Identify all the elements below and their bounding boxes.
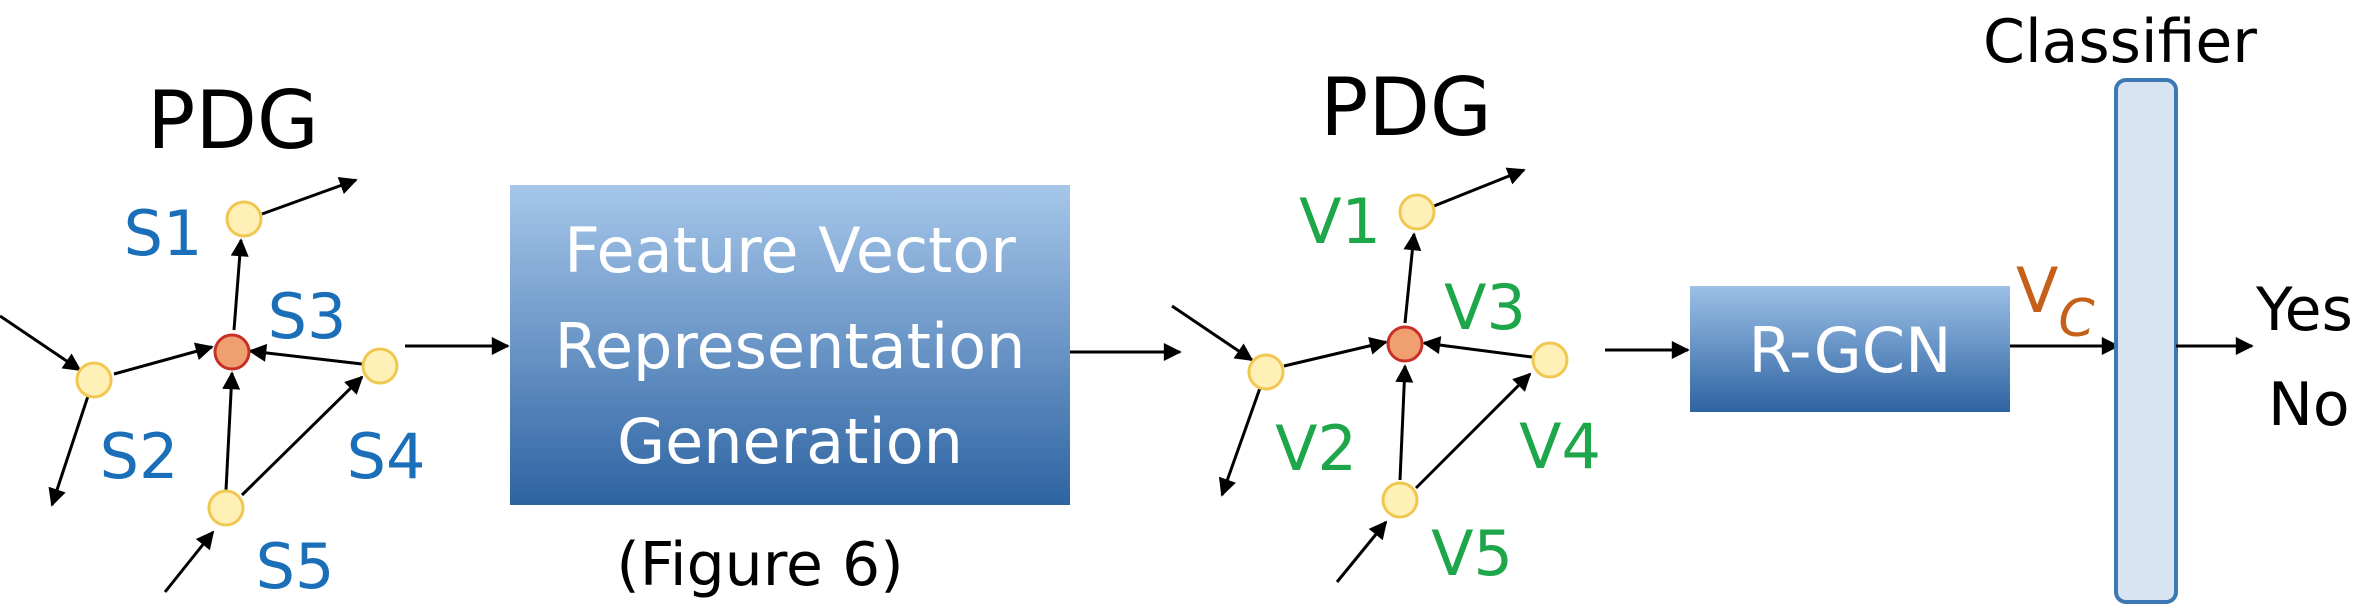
edge-s5-s4 xyxy=(240,375,364,497)
edge-in-s2 xyxy=(0,314,82,372)
label-s4: S4 xyxy=(347,420,426,493)
node-s4 xyxy=(361,347,399,385)
edge-s5-s3 xyxy=(222,371,241,491)
rgcn-label: R-GCN xyxy=(1749,314,1952,387)
edge-in-s5 xyxy=(163,530,215,593)
output-yes: Yes xyxy=(2255,275,2353,345)
rgcn-box: R-GCN xyxy=(1690,286,2010,412)
right-pdg-title: PDG xyxy=(1320,61,1492,154)
edge-in-v2 xyxy=(1171,304,1254,362)
left-pdg-graph: PDG S1 S2 S3 S4 S5 xyxy=(0,74,425,603)
right-graph-labels: V1 V2 V3 V4 V5 xyxy=(1275,185,1601,590)
edge-s4-s3 xyxy=(248,343,363,366)
edge-v5-v3-up xyxy=(1395,364,1414,481)
edge-in-v5 xyxy=(1335,520,1388,583)
classifier: Classifier xyxy=(1983,7,2257,604)
vc-label-subscript: C xyxy=(2058,289,2095,349)
node-v1 xyxy=(1398,193,1436,231)
right-graph-edges xyxy=(1171,167,1533,583)
edge-v2-v3 xyxy=(1283,336,1388,368)
edge-s1-out xyxy=(261,177,358,216)
label-v4: V4 xyxy=(1519,410,1601,483)
rgcn-rect xyxy=(1690,286,2010,412)
label-s2: S2 xyxy=(100,420,179,493)
node-s5 xyxy=(207,489,245,527)
feature-box-caption: (Figure 6) xyxy=(616,530,903,600)
label-s5: S5 xyxy=(256,530,335,603)
right-pdg-graph: PDG xyxy=(1171,61,1601,590)
feature-box-line2: Representation xyxy=(555,310,1026,383)
edge-s2-out xyxy=(48,395,90,507)
feature-vector-box: Feature Vector Representation Generation xyxy=(510,185,1070,505)
edge-v4-v3 xyxy=(1422,336,1533,359)
edge-v1-out xyxy=(1433,167,1526,208)
edge-s3-s1 xyxy=(230,238,249,331)
feature-box-rect xyxy=(510,185,1070,505)
left-graph-edges xyxy=(0,177,364,593)
label-v1: V1 xyxy=(1299,185,1381,258)
label-s1: S1 xyxy=(124,197,203,270)
vc-label: VC xyxy=(2016,254,2095,349)
classifier-title: Classifier xyxy=(1983,7,2257,77)
edge-v3-v1 xyxy=(1403,232,1422,324)
node-v3 xyxy=(1386,325,1424,363)
node-s3 xyxy=(213,333,251,371)
label-v2: V2 xyxy=(1275,412,1357,485)
feature-box-line1: Feature Vector xyxy=(564,214,1016,287)
edge-v5-v4 xyxy=(1414,372,1532,490)
left-pdg-title: PDG xyxy=(147,74,319,167)
output-no: No xyxy=(2268,370,2350,440)
vc-label-base: V xyxy=(2016,254,2058,327)
label-s3: S3 xyxy=(268,280,347,353)
left-graph-labels: S1 S2 S3 S4 S5 xyxy=(100,197,426,603)
node-s2 xyxy=(75,361,113,399)
node-v5 xyxy=(1381,481,1419,519)
label-v5: V5 xyxy=(1431,517,1513,590)
node-v2 xyxy=(1247,353,1285,391)
edge-v2-out xyxy=(1218,387,1262,497)
classifier-bar xyxy=(2114,78,2178,604)
edge-s2-s3 xyxy=(113,342,214,376)
node-v4 xyxy=(1531,341,1569,379)
label-v3: V3 xyxy=(1444,271,1526,344)
feature-box-line3: Generation xyxy=(617,405,963,478)
node-s1 xyxy=(225,200,263,238)
